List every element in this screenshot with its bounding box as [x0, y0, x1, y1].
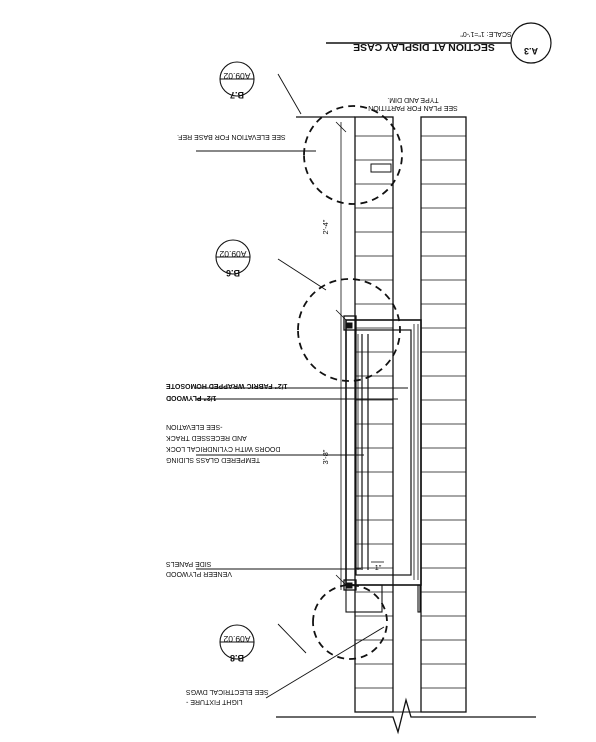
- leader-lines: [196, 73, 408, 699]
- section-scale: SCALE: 1"=1'-0": [460, 30, 512, 37]
- note-homosote: 1/2" FABRIC WRAPPED HOMOSOTE: [166, 382, 288, 389]
- note-light-2: SEE ELECTRICAL DWGS: [186, 688, 269, 695]
- detail-tag-b8: B.8 A09.02: [219, 624, 255, 663]
- dimension-upper: 2'-4": [321, 219, 330, 234]
- detail-circle-b8: [312, 584, 388, 660]
- note-veneer-2: SIDE PANELS: [166, 560, 212, 567]
- note-veneer-1: VENEER PLYWOOD: [166, 570, 232, 577]
- masonry-courses: [355, 135, 393, 689]
- note-partition-2: TYPE AND DIM.: [387, 96, 438, 103]
- break-line: [276, 697, 536, 735]
- section-number-circle: [510, 22, 552, 64]
- detail-tag-b7: B.7 A09.02: [219, 61, 255, 100]
- annotations: A.3 SECTION AT DISPLAY CASE SCALE: 1"=1'…: [166, 30, 538, 705]
- detail-tag-b7-id: B.7: [230, 90, 244, 100]
- masonry-courses: [421, 135, 466, 689]
- note-glass-2: DOORS WITH CYLINDRICAL LOCK: [166, 445, 281, 452]
- detail-tag-b6-id: B.6: [226, 268, 240, 278]
- section-title: SECTION AT DISPLAY CASE: [353, 41, 495, 53]
- detail-circles: [297, 105, 403, 660]
- title-block: [326, 22, 552, 64]
- section-number: A.3: [524, 46, 538, 56]
- detail-tag-b6-sheet: A09.02: [219, 249, 246, 259]
- note-glass-4: -SEE ELEVATION: [166, 423, 223, 430]
- masonry-wall: [354, 116, 467, 713]
- detail-tag-b8-id: B.8: [230, 653, 244, 663]
- note-plywood: 1/2" PLYWOOD: [166, 394, 217, 401]
- dimension-lines: [335, 121, 347, 590]
- note-light-1: LIGHT FIXTURE -: [185, 698, 242, 705]
- dimension-lower: 3'-8": [321, 449, 330, 464]
- dimension-small: 1": [375, 563, 382, 572]
- note-partition-1: SEE PLAN FOR PARTITION: [368, 104, 458, 111]
- detail-circle-b7: [303, 105, 403, 205]
- detail-tag-b8-sheet: A09.02: [223, 634, 250, 644]
- display-case: [343, 163, 422, 613]
- detail-tag-b7-sheet: A09.02: [223, 71, 250, 81]
- detail-tag-b6: B.6 A09.02: [215, 239, 251, 278]
- note-glass-3: AND RECESSED TRACK: [166, 434, 247, 441]
- note-base: SEE ELEVATION FOR BASE REF.: [177, 133, 286, 140]
- note-glass-1: TEMPERED GLASS SLIDING: [166, 456, 260, 463]
- detail-circle-b6: [297, 278, 401, 382]
